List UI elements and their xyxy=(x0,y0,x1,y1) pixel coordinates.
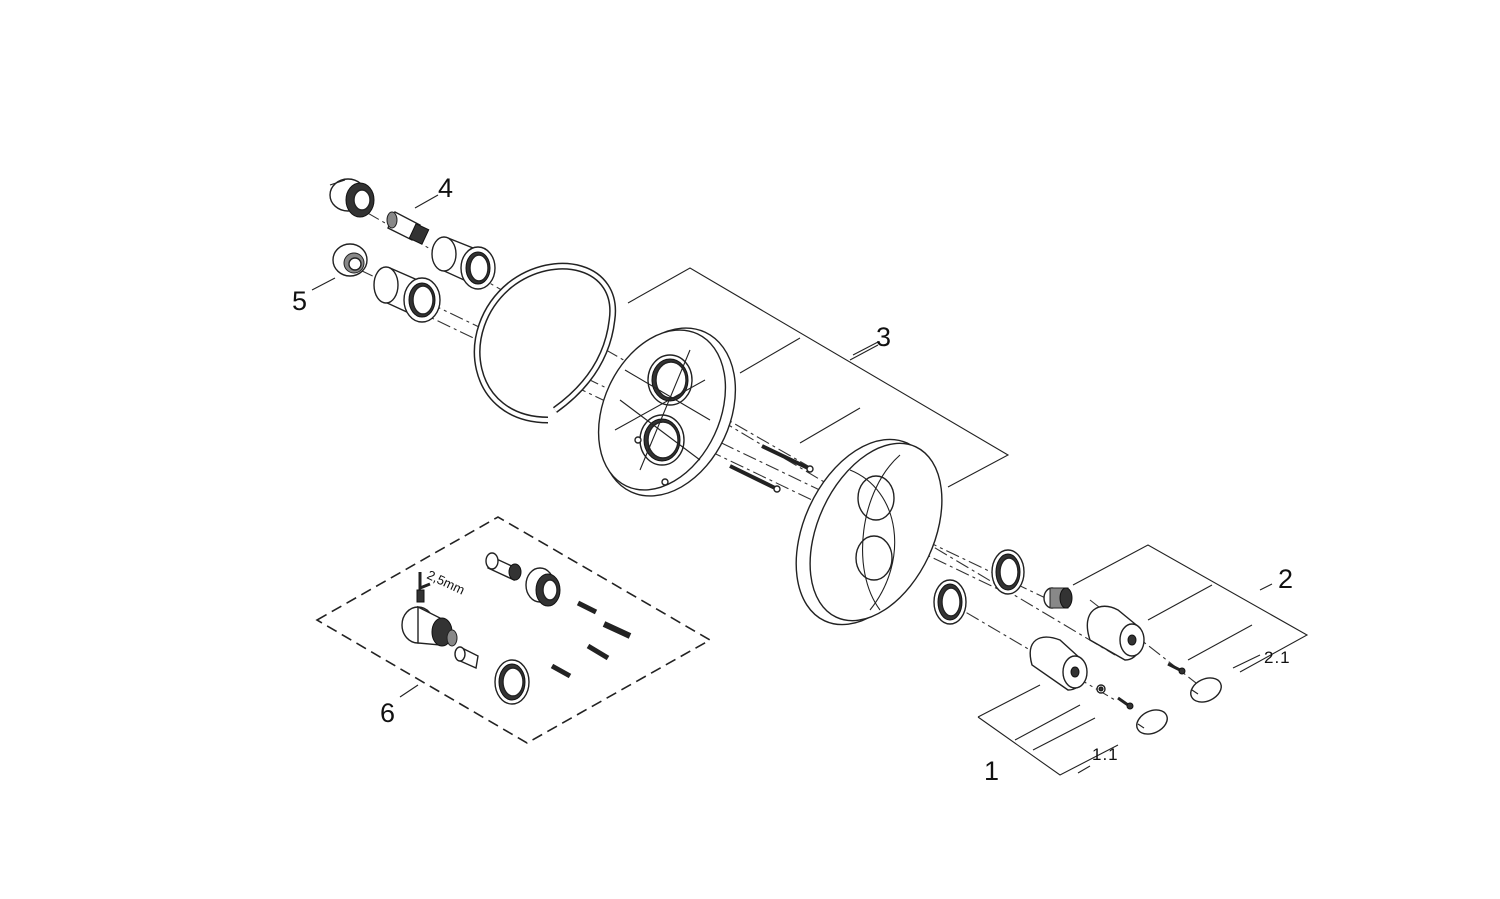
washer-1 xyxy=(1096,684,1106,694)
nut-4 xyxy=(329,178,375,218)
cover-plate xyxy=(795,438,943,626)
handle-2 xyxy=(1086,605,1145,661)
screws-3 xyxy=(729,444,814,493)
leader-lines xyxy=(311,194,1261,774)
sleeve-5 xyxy=(373,266,441,323)
sleeve-4 xyxy=(431,236,496,290)
part-6-kit xyxy=(315,516,712,744)
handle-1 xyxy=(1029,636,1088,691)
spindle-4 xyxy=(386,211,430,245)
label-part-2: 2 xyxy=(1278,564,1293,594)
nut-6 xyxy=(525,567,561,607)
label-part-6: 6 xyxy=(380,698,395,728)
nut-5 xyxy=(332,243,368,277)
extension-6 xyxy=(454,646,479,670)
pins-6 xyxy=(550,600,632,679)
ring-part-2 xyxy=(991,549,1025,595)
part-2-bracket xyxy=(1072,544,1309,673)
label-part-5: 5 xyxy=(292,286,307,316)
label-part-1: 1 xyxy=(984,756,999,786)
label-tool-size: 2,5mm xyxy=(425,567,467,597)
ring-6 xyxy=(494,659,530,705)
label-part-3: 3 xyxy=(876,322,891,352)
label-part-1-1: 1.1 xyxy=(1092,745,1119,764)
adapter-part-2 xyxy=(1043,587,1073,609)
part-5-components xyxy=(332,243,441,323)
split-ring xyxy=(473,262,617,424)
label-part-4: 4 xyxy=(438,173,453,203)
cap-2-1 xyxy=(1190,677,1222,703)
hex-key-icon xyxy=(416,572,431,603)
screw-1 xyxy=(1117,696,1134,710)
part-3-bracket xyxy=(627,267,1010,488)
cap-1-1 xyxy=(1136,709,1168,735)
screw-2 xyxy=(1167,662,1186,675)
label-part-2-1: 2.1 xyxy=(1264,648,1291,667)
part-1-bracket xyxy=(977,684,1119,776)
ring-part-1 xyxy=(933,579,967,625)
sleeve-6 xyxy=(485,552,522,582)
part-4-components xyxy=(329,178,496,290)
mounting-plate xyxy=(597,327,737,497)
cartridge-6 xyxy=(401,605,458,647)
